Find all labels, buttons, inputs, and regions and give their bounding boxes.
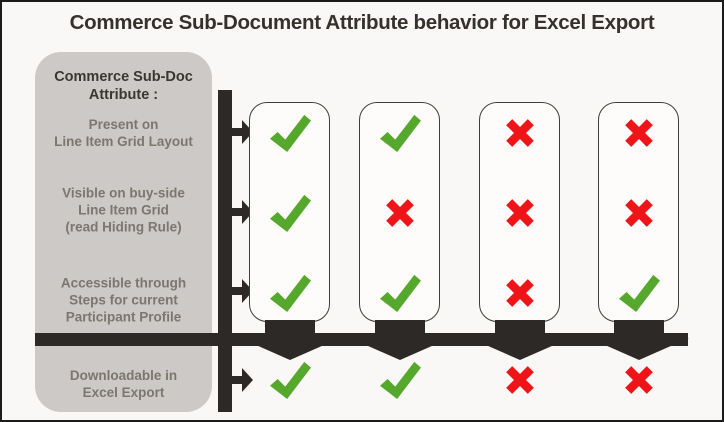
cross-icon: [505, 366, 534, 394]
cross-icon: [385, 199, 414, 227]
excel-export-cell: [377, 360, 423, 400]
arrow-down-icon: [494, 320, 545, 340]
matrix-cell: [267, 113, 313, 153]
excel-export-cell: [267, 360, 313, 400]
scenario-column: [359, 102, 440, 322]
row-label-visible-buy-side: Visible on buy-side Line Item Grid (read…: [62, 185, 185, 235]
arrow-down-icon: [469, 338, 570, 360]
arrow-down-icon: [374, 320, 425, 340]
flow-vertical-bar: [218, 90, 232, 412]
arrow-down-icon: [613, 320, 664, 340]
cross-icon: [624, 366, 653, 394]
attribute-panel: Commerce Sub-Doc Attribute : Present on …: [35, 52, 212, 412]
panel-header: Commerce Sub-Doc Attribute :: [54, 69, 193, 103]
checkmark-icon: [618, 274, 660, 313]
scenario-column: [598, 102, 679, 322]
checkmark-icon: [379, 114, 421, 153]
matrix-cell: [267, 273, 313, 313]
arrow-down-icon: [264, 320, 315, 340]
matrix-cell: [620, 192, 658, 234]
cross-icon: [505, 279, 534, 307]
matrix-cell: [616, 273, 662, 313]
matrix-cell: [501, 192, 539, 234]
matrix-cell: [501, 272, 539, 314]
arrow-right-icon: [231, 368, 253, 392]
cross-icon: [624, 199, 653, 227]
row-label-accessible-steps: Accessible through Steps for current Par…: [60, 275, 187, 325]
arrow-down-icon: [588, 338, 689, 360]
matrix-cell: [377, 273, 423, 313]
row-label-present-on-grid: Present on Line Item Grid Layout: [54, 117, 193, 149]
diagram-title: Commerce Sub-Document Attribute behavior…: [69, 11, 655, 34]
row-label-downloadable-export: Downloadable in Excel Export: [69, 368, 178, 400]
scenario-column: [479, 102, 560, 322]
matrix-cell: [501, 112, 539, 154]
cross-icon: [505, 119, 534, 147]
checkmark-icon: [269, 194, 311, 233]
arrow-down-icon: [349, 338, 450, 360]
checkmark-icon: [269, 274, 311, 313]
arrow-right-icon: [231, 279, 253, 303]
checkmark-icon: [379, 274, 421, 313]
cross-icon: [624, 119, 653, 147]
arrow-down-icon: [239, 338, 340, 360]
checkmark-icon: [379, 361, 421, 400]
checkmark-icon: [269, 361, 311, 400]
scenario-column: [249, 102, 330, 322]
matrix-cell: [267, 193, 313, 233]
matrix-cell: [377, 113, 423, 153]
matrix-cell: [381, 192, 419, 234]
cross-icon: [505, 199, 534, 227]
matrix-cell: [620, 112, 658, 154]
arrow-right-icon: [231, 200, 253, 224]
checkmark-icon: [269, 114, 311, 153]
excel-export-cell: [620, 359, 658, 401]
excel-export-cell: [501, 359, 539, 401]
arrow-right-icon: [231, 120, 253, 144]
